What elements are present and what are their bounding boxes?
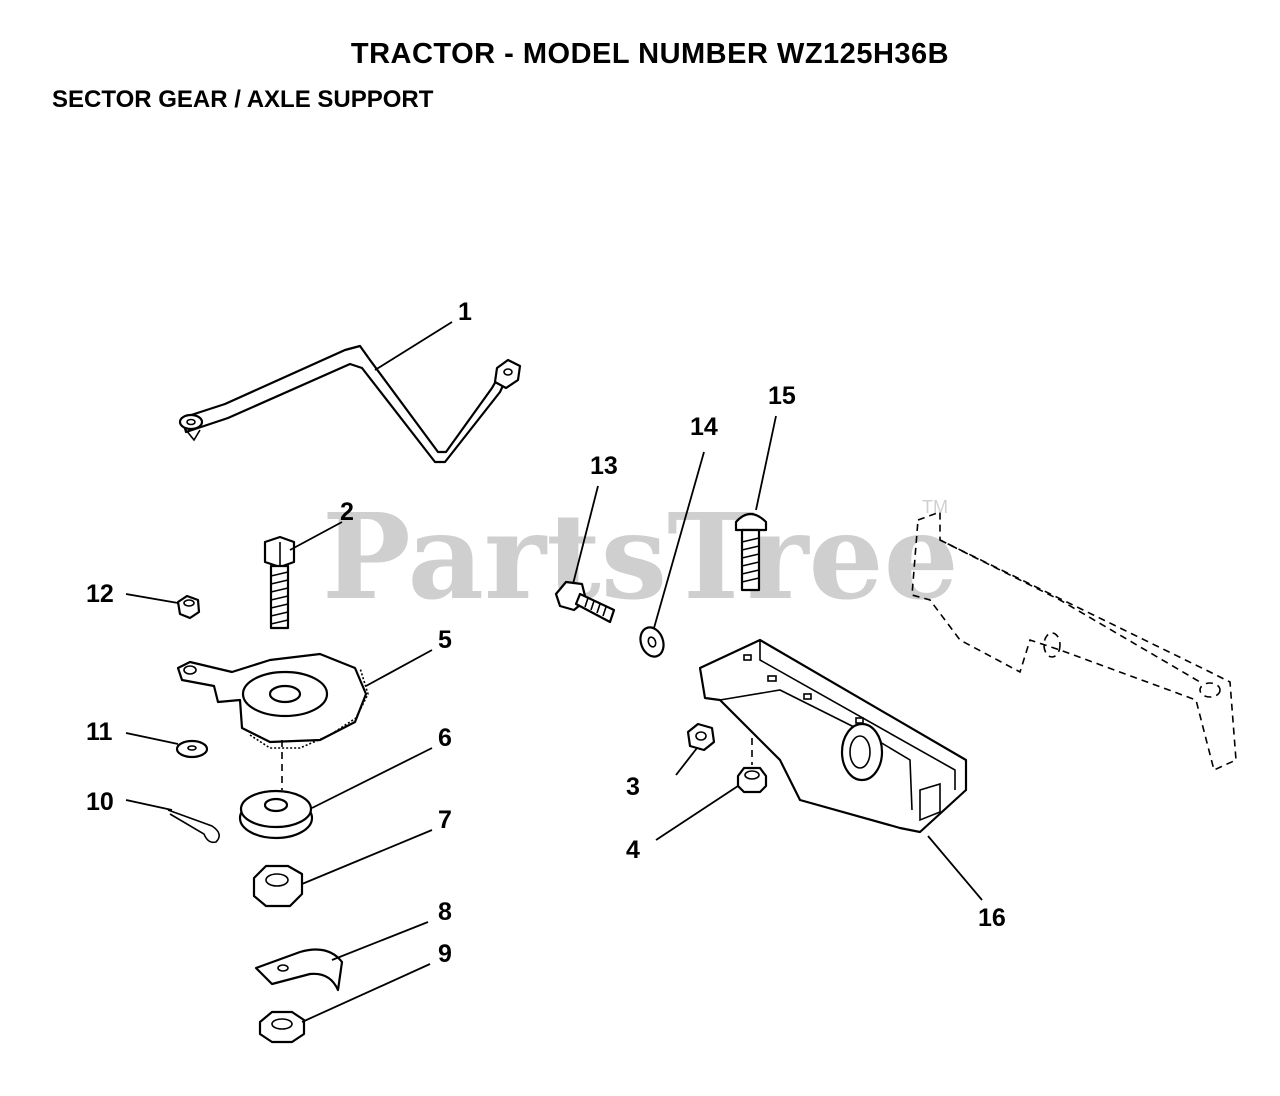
part-14-washer[interactable]	[637, 624, 668, 660]
leader-15	[755, 415, 777, 511]
leader-2	[289, 521, 343, 551]
callout-2[interactable]: 2	[340, 498, 354, 526]
part-8-clamp[interactable]	[254, 948, 344, 992]
leader-6	[311, 747, 433, 809]
leader-13	[572, 485, 599, 585]
part-6-bushing[interactable]	[238, 789, 314, 840]
leader-4	[655, 785, 739, 841]
leader-10	[125, 799, 173, 811]
callout-16[interactable]: 16	[978, 904, 1006, 932]
part-10-cotter-pin[interactable]	[167, 809, 220, 844]
leader-5	[365, 649, 433, 687]
part-2-hex-bolt[interactable]	[263, 535, 296, 630]
part-11-washer[interactable]	[175, 739, 209, 759]
callout-13[interactable]: 13	[590, 452, 618, 480]
callout-14[interactable]: 14	[690, 413, 718, 441]
leader-8	[331, 921, 429, 961]
part-15-carriage-bolt[interactable]	[734, 512, 768, 592]
diagram-title: TRACTOR - MODEL NUMBER WZ125H36B	[350, 38, 950, 70]
diagram-subtitle: SECTOR GEAR / AXLE SUPPORT	[52, 86, 434, 113]
part-7-hex-nut[interactable]	[252, 864, 304, 908]
callout-5[interactable]: 5	[438, 626, 452, 654]
callout-8[interactable]: 8	[438, 898, 452, 926]
leader-7	[301, 829, 433, 885]
callout-12[interactable]: 12	[86, 580, 114, 608]
callout-15[interactable]: 15	[768, 382, 796, 410]
leader-11	[125, 732, 179, 745]
callout-3[interactable]: 3	[626, 773, 640, 801]
leader-12	[125, 593, 179, 604]
part-4-nut[interactable]	[736, 766, 768, 794]
part-3-nut[interactable]	[686, 722, 716, 752]
part-13-bolt[interactable]	[554, 580, 616, 624]
callout-10[interactable]: 10	[86, 788, 114, 816]
watermark-trademark: TM	[922, 497, 948, 517]
leader-1	[374, 321, 453, 371]
callout-1[interactable]: 1	[458, 298, 472, 326]
axle-reference-outline	[911, 510, 1237, 772]
callout-7[interactable]: 7	[438, 806, 452, 834]
leader-9	[301, 963, 431, 1023]
leader-14	[653, 451, 705, 629]
leader-16	[927, 835, 983, 901]
callout-6[interactable]: 6	[438, 724, 452, 752]
part-9-nut[interactable]	[258, 1010, 306, 1044]
watermark: PartsTree	[322, 487, 959, 626]
part-1-drag-link[interactable]	[178, 344, 522, 464]
callout-4[interactable]: 4	[626, 836, 640, 864]
callout-11[interactable]: 11	[86, 718, 113, 746]
part-12-nut[interactable]	[176, 594, 201, 620]
part-16-axle-support[interactable]	[698, 638, 968, 834]
leader-3	[675, 747, 698, 776]
part-5-sector-gear[interactable]	[176, 652, 369, 749]
callout-9[interactable]: 9	[438, 940, 452, 968]
